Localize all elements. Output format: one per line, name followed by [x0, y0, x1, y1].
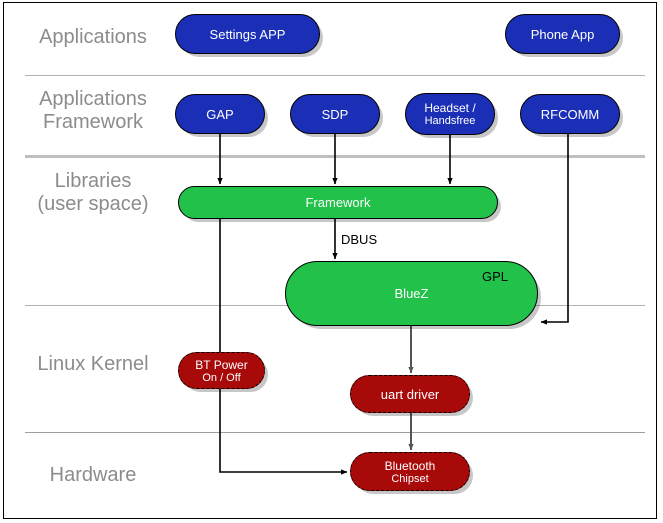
node-phone-app[interactable]: Phone App — [505, 14, 620, 54]
node-label: Settings APP — [209, 26, 286, 42]
gpl-license-tag: GPL — [482, 269, 509, 284]
node-rfcomm[interactable]: RFCOMM — [520, 94, 620, 134]
node-sublabel: On / Off — [202, 371, 241, 384]
layer-label-libraries: Libraries (user space) — [37, 170, 149, 215]
node-label: Headset / — [424, 101, 476, 115]
layer-label-linux-kernel: Linux Kernel — [37, 353, 149, 375]
node-label: GAP — [206, 106, 234, 122]
layer-label-applications-framework: Applications Framework — [39, 88, 147, 133]
node-framework[interactable]: Framework — [178, 186, 498, 219]
node-bluetooth-chipset[interactable]: Bluetooth Chipset — [350, 452, 470, 491]
node-bt-power[interactable]: BT Power On / Off — [178, 352, 265, 389]
layer-label-hardware: Hardware — [49, 464, 137, 486]
divider-applications-framework — [25, 155, 645, 158]
diagram-outer-frame — [3, 2, 657, 519]
node-sublabel: Chipset — [391, 472, 429, 485]
node-settings-app[interactable]: Settings APP — [175, 14, 320, 54]
layer-label-applications: Applications — [39, 26, 147, 48]
divider-applications — [25, 75, 645, 76]
node-label: BlueZ — [394, 286, 429, 301]
node-sublabel: Handsfree — [424, 115, 476, 127]
node-label: RFCOMM — [540, 106, 600, 122]
node-label: BT Power — [195, 357, 248, 372]
node-label: SDP — [321, 106, 349, 122]
node-uart-driver[interactable]: uart driver — [350, 375, 470, 413]
node-label: uart driver — [380, 386, 440, 402]
node-label: Framework — [305, 195, 371, 210]
divider-linux-kernel — [25, 432, 645, 433]
node-label: Bluetooth — [384, 458, 436, 473]
node-gap[interactable]: GAP — [175, 94, 265, 134]
dbus-wire-label: DBUS — [341, 232, 378, 247]
node-sdp[interactable]: SDP — [290, 94, 380, 134]
node-headset-handsfree[interactable]: Headset / Handsfree — [405, 93, 495, 135]
node-label: Phone App — [530, 26, 595, 42]
